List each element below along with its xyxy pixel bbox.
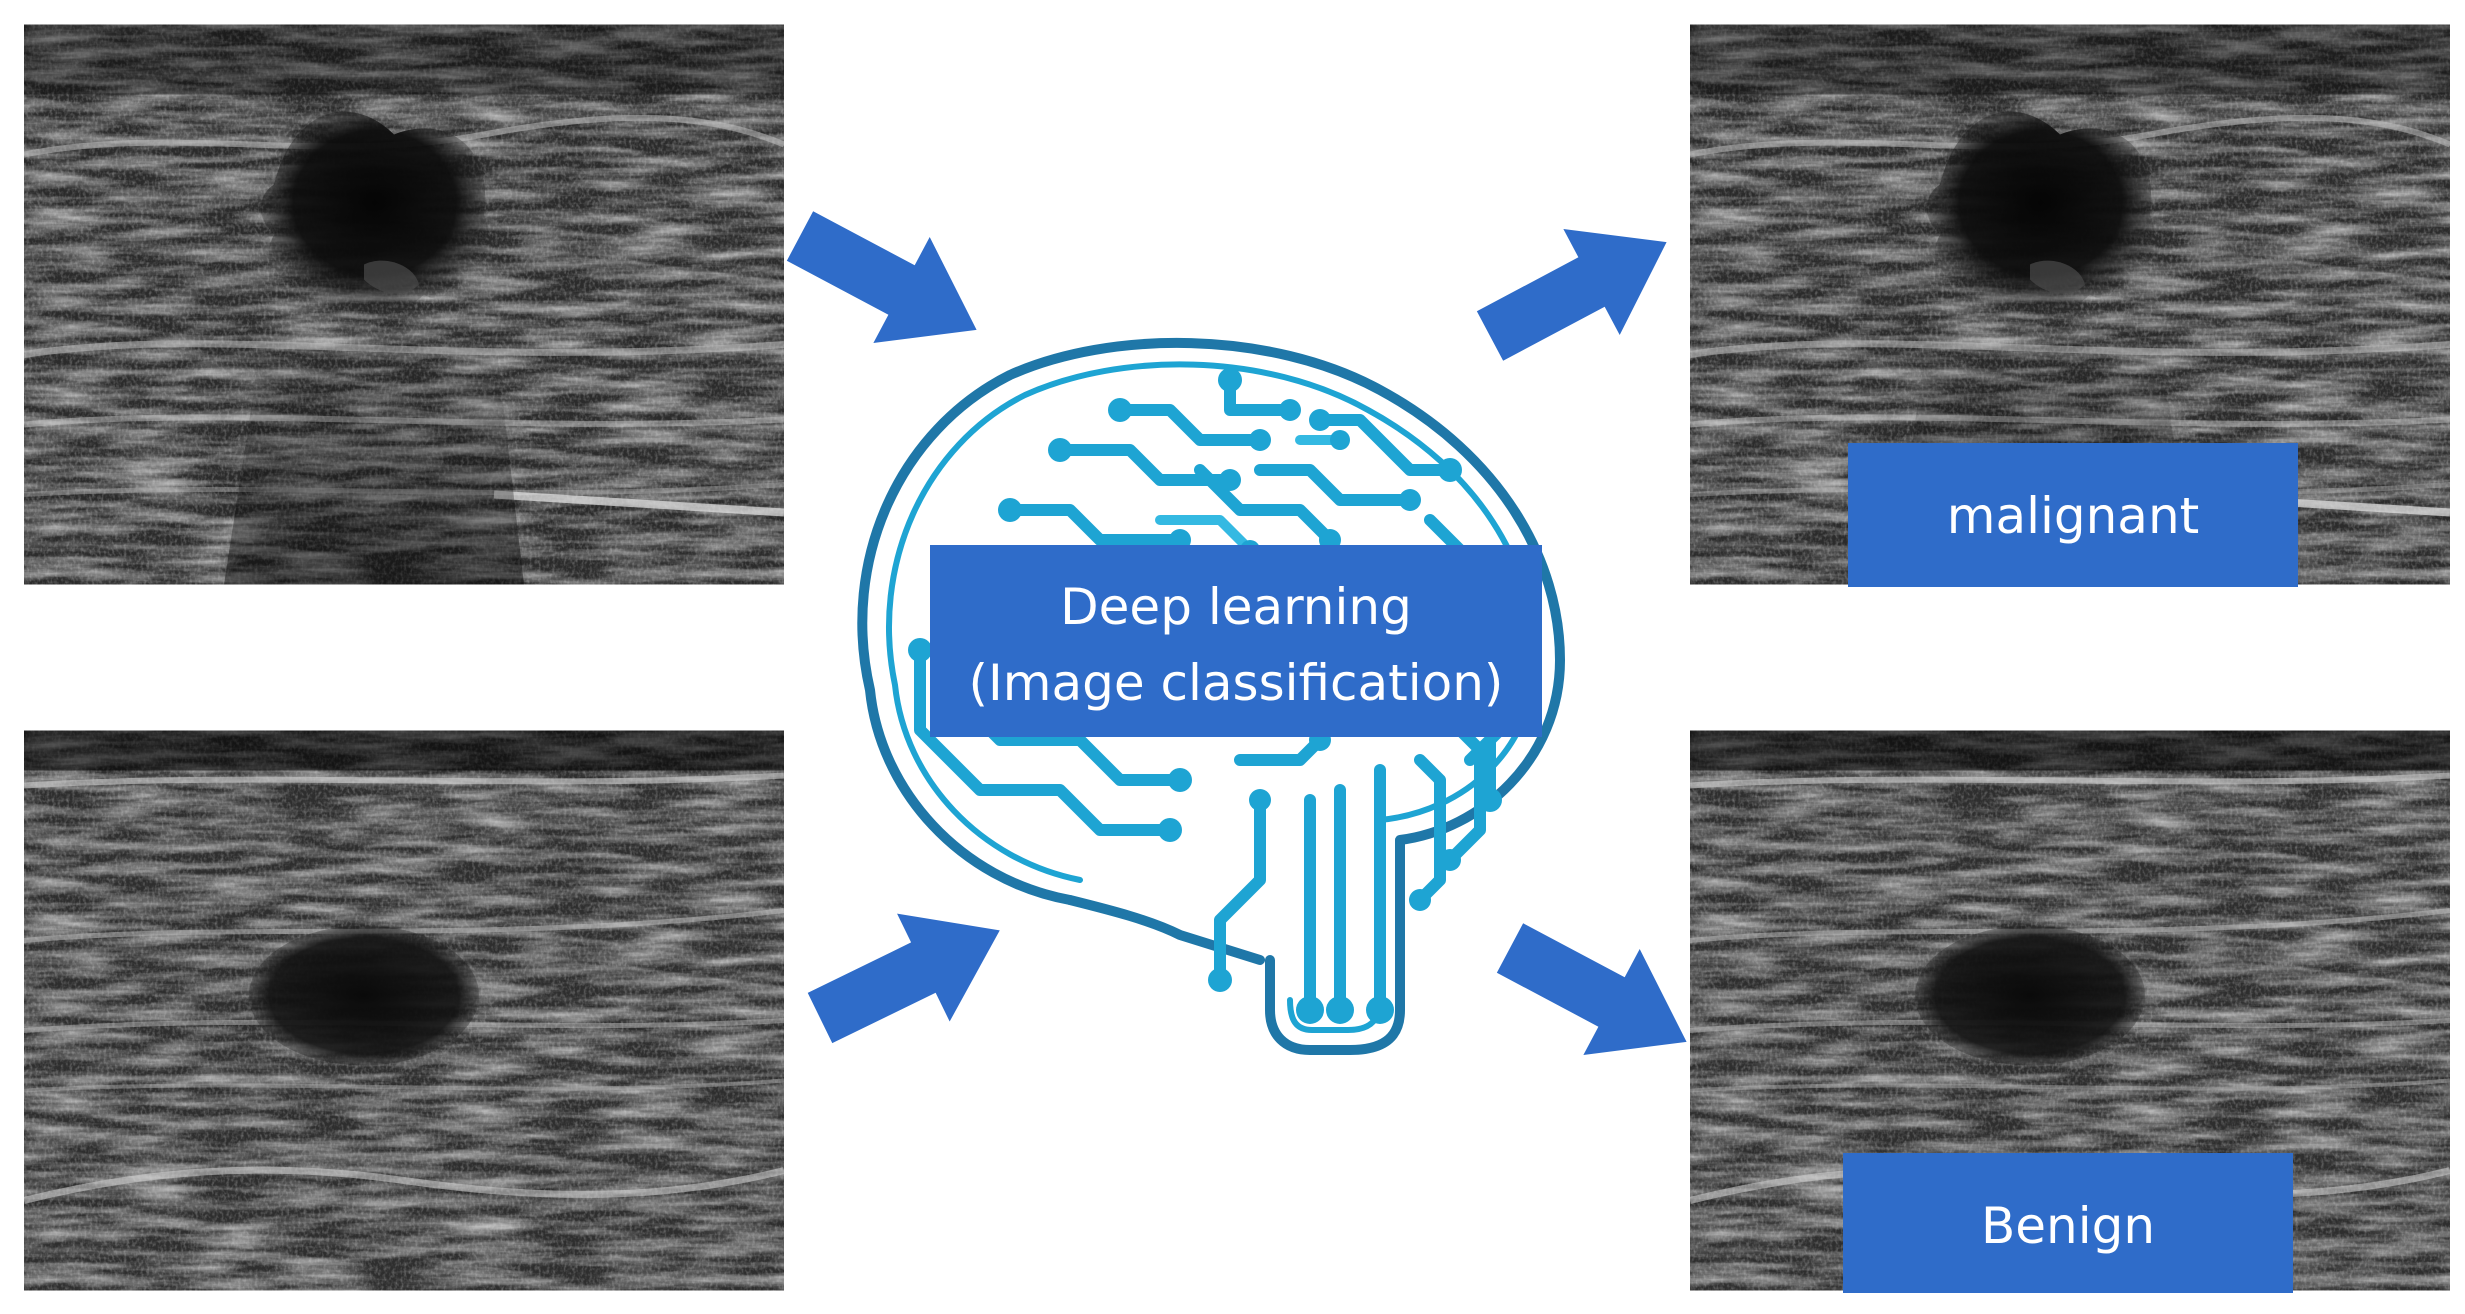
arrow-icon	[771, 183, 1005, 383]
arrow-icon	[1481, 895, 1715, 1095]
input-ultrasound-benign	[24, 731, 784, 1291]
output-label-malignant: malignant	[1848, 443, 2298, 587]
malignant-label-text: malignant	[1947, 487, 2200, 545]
input-ultrasound-malignant	[24, 25, 784, 585]
output-label-benign: Benign	[1843, 1153, 2293, 1293]
arrow-icon	[1461, 189, 1695, 389]
center-model-label: Deep learning (Image classification)	[930, 545, 1542, 737]
center-title-line1: Deep learning	[1060, 578, 1412, 636]
benign-label-text: Benign	[1981, 1197, 2155, 1255]
center-title-line2: (Image classification)	[969, 654, 1504, 712]
arrow-icon	[793, 876, 1027, 1072]
